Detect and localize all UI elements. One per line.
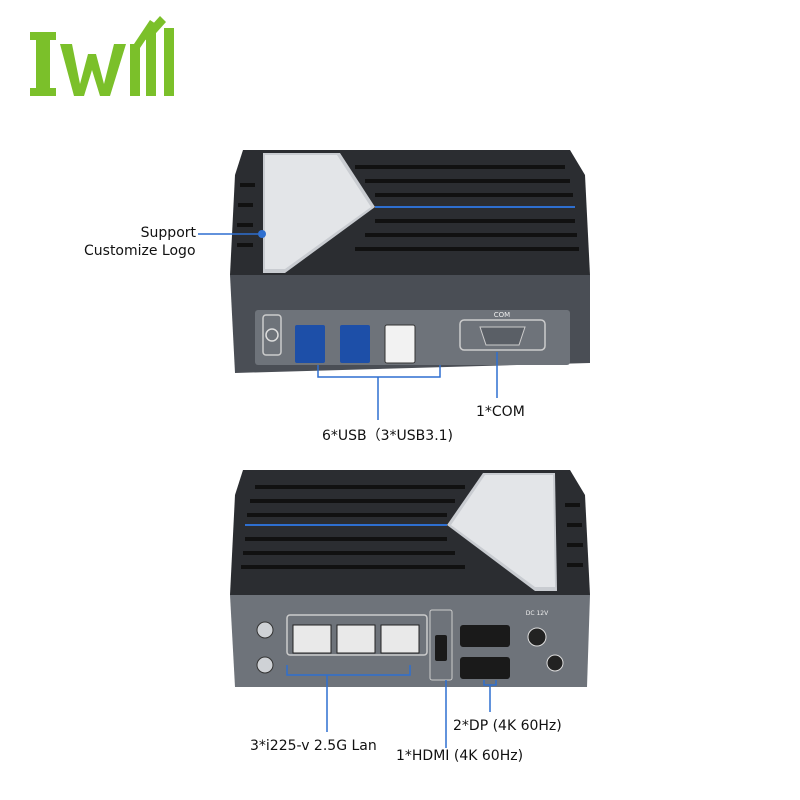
callout-hdmi: 1*HDMI (4K 60Hz) [396, 748, 524, 764]
callout-lan: 3*i225-v 2.5G Lan [250, 738, 377, 754]
iwill-logo-graphic [30, 16, 174, 96]
dc-label: DC 12V [526, 610, 549, 617]
com-port-label: COM [494, 311, 510, 319]
callout-logo-line2: Customize Logo [84, 243, 196, 259]
callout-com: 1*COM [476, 404, 525, 420]
brand-logo [30, 14, 180, 106]
mini-pc-front-view: COM [230, 150, 590, 373]
callout-dp: 2*DP (4K 60Hz) [453, 718, 562, 734]
mini-pc-rear-view: DC 12V [230, 470, 590, 687]
callout-logo-line1: Support [140, 225, 196, 241]
callout-usb: 6*USB（3*USB3.1) [322, 428, 454, 444]
